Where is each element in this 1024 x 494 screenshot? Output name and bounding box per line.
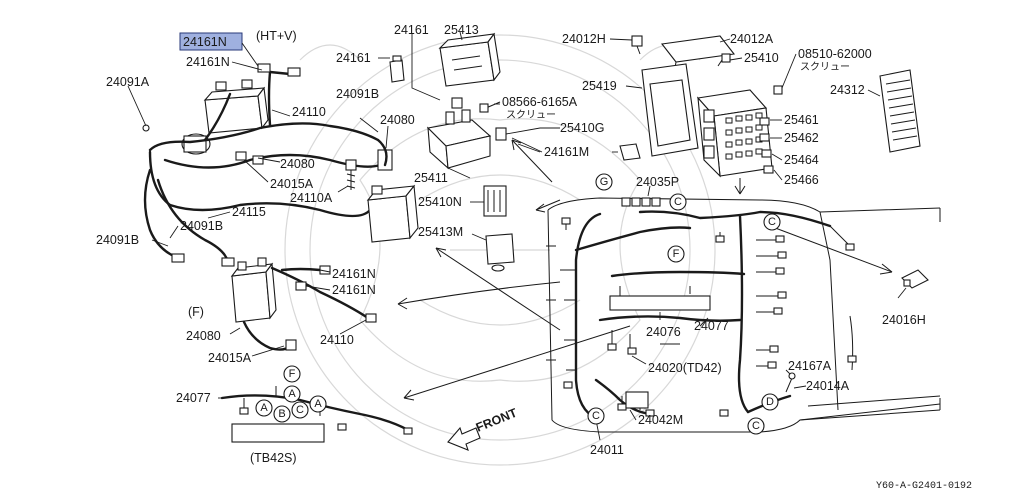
- label-screw-b: スクリュー: [800, 61, 850, 73]
- label-24110-a[interactable]: 24110: [292, 105, 326, 119]
- marker-a2: A: [255, 399, 273, 417]
- label-08510-62000[interactable]: 08510-62000: [798, 47, 872, 61]
- label-25411[interactable]: 25411: [414, 171, 448, 185]
- svg-text:C: C: [592, 410, 600, 422]
- battery-cable-assembly-f: [229, 257, 377, 357]
- label-24012a[interactable]: 24012A: [730, 32, 774, 46]
- label-08566-6165a[interactable]: 08566-6165A: [502, 95, 578, 109]
- marker-f1: F: [667, 245, 685, 263]
- label-24020-td42[interactable]: 24020(TD42): [648, 361, 722, 375]
- label-24012h[interactable]: 24012H: [562, 32, 606, 46]
- label-24110-b[interactable]: 24110: [320, 333, 354, 347]
- label-24161n-highlight[interactable]: 24161N: [183, 35, 227, 49]
- label-25462[interactable]: 25462: [784, 131, 819, 145]
- label-25410[interactable]: 25410: [744, 51, 779, 65]
- body-harness-layout: [546, 185, 941, 441]
- label-24091b-c[interactable]: 24091B: [336, 87, 379, 101]
- label-25410g[interactable]: 25410G: [560, 121, 604, 135]
- label-24015a-a[interactable]: 24015A: [270, 177, 314, 191]
- marker-c4: C: [747, 417, 765, 435]
- label-tb42s: (TB42S): [250, 451, 297, 465]
- svg-text:A: A: [314, 398, 322, 410]
- label-25413[interactable]: 25413: [444, 23, 479, 37]
- svg-text:F: F: [673, 248, 680, 260]
- svg-text:C: C: [752, 420, 760, 432]
- label-24011[interactable]: 24011: [590, 443, 624, 457]
- label-24091b-a[interactable]: 24091B: [180, 219, 223, 233]
- svg-text:F: F: [289, 368, 296, 380]
- marker-d: D: [761, 393, 779, 411]
- marker-a3: A: [309, 395, 327, 413]
- front-label: FRONT: [474, 406, 519, 435]
- fuse-box-assembly: [609, 35, 921, 181]
- label-25413m[interactable]: 25413M: [418, 225, 463, 239]
- marker-a1: A: [283, 385, 301, 403]
- label-24091b-b[interactable]: 24091B: [96, 233, 139, 247]
- label-24115[interactable]: 24115: [232, 205, 266, 219]
- svg-text:C: C: [674, 196, 682, 208]
- label-24110a[interactable]: 24110A: [290, 191, 333, 205]
- label-25466[interactable]: 25466: [784, 173, 819, 187]
- svg-text:C: C: [296, 404, 304, 416]
- label-f-variant: (F): [188, 305, 204, 319]
- tb42s-harness: [218, 386, 413, 443]
- label-24015a-b[interactable]: 24015A: [208, 351, 252, 365]
- label-screw-a: スクリュー: [506, 109, 556, 121]
- label-25464[interactable]: 25464: [784, 153, 819, 167]
- marker-f2: F: [283, 365, 301, 383]
- battery-cable-assembly-top: [127, 32, 382, 267]
- label-24161n-b[interactable]: 24161N: [332, 267, 376, 281]
- label-24077-a[interactable]: 24077: [694, 319, 729, 333]
- label-24080-c[interactable]: 24080: [186, 329, 221, 343]
- connector-markers: G C C F C D C F A A B C A: [255, 173, 781, 435]
- marker-c5: C: [291, 401, 309, 419]
- harness-label-box: [609, 295, 711, 311]
- marker-b: B: [273, 405, 291, 423]
- label-24035p[interactable]: 24035P: [636, 175, 679, 189]
- label-24042m[interactable]: 24042M: [638, 413, 683, 427]
- label-25410n[interactable]: 25410N: [418, 195, 462, 209]
- label-24080-a[interactable]: 24080: [280, 157, 315, 171]
- svg-text:B: B: [278, 408, 285, 420]
- label-24091a[interactable]: 24091A: [106, 75, 150, 89]
- label-24312[interactable]: 24312: [830, 83, 865, 97]
- label-25419[interactable]: 25419: [582, 79, 617, 93]
- part-labels: 24161N (HT+V) 24161N 24091A 24110 24080 …: [96, 23, 972, 492]
- label-24161-a[interactable]: 24161: [394, 23, 429, 37]
- marker-g: G: [595, 173, 613, 191]
- label-24161m[interactable]: 24161M: [544, 145, 589, 159]
- svg-text:C: C: [768, 216, 776, 228]
- relay-bracket-assembly: [378, 31, 641, 272]
- label-25461[interactable]: 25461: [784, 113, 819, 127]
- label-24161n-c[interactable]: 24161N: [332, 283, 376, 297]
- battery-and-bolts: [337, 117, 419, 243]
- svg-text:G: G: [600, 176, 609, 188]
- marker-c1: C: [669, 193, 687, 211]
- svg-text:D: D: [766, 396, 774, 408]
- label-24161-b[interactable]: 24161: [336, 51, 371, 65]
- label-24167a[interactable]: 24167A: [788, 359, 832, 373]
- highlight-box: [179, 32, 243, 51]
- label-24077-b[interactable]: 24077: [176, 391, 211, 405]
- label-24014a[interactable]: 24014A: [806, 379, 850, 393]
- marker-c3: C: [587, 407, 605, 425]
- label-htv: (HT+V): [256, 29, 297, 43]
- label-24161n-a[interactable]: 24161N: [186, 55, 230, 69]
- callout-arrows: [397, 139, 893, 401]
- reference-code: Y60-A-G2401-0192: [876, 481, 972, 492]
- tb42s-connector-box: [231, 423, 325, 443]
- front-direction-arrow: FRONT: [447, 406, 519, 451]
- svg-text:A: A: [260, 402, 268, 414]
- label-24076[interactable]: 24076: [646, 325, 681, 339]
- marker-c2: C: [763, 213, 781, 231]
- label-24080-b[interactable]: 24080: [380, 113, 415, 127]
- label-24016h[interactable]: 24016H: [882, 313, 926, 327]
- svg-text:A: A: [288, 388, 296, 400]
